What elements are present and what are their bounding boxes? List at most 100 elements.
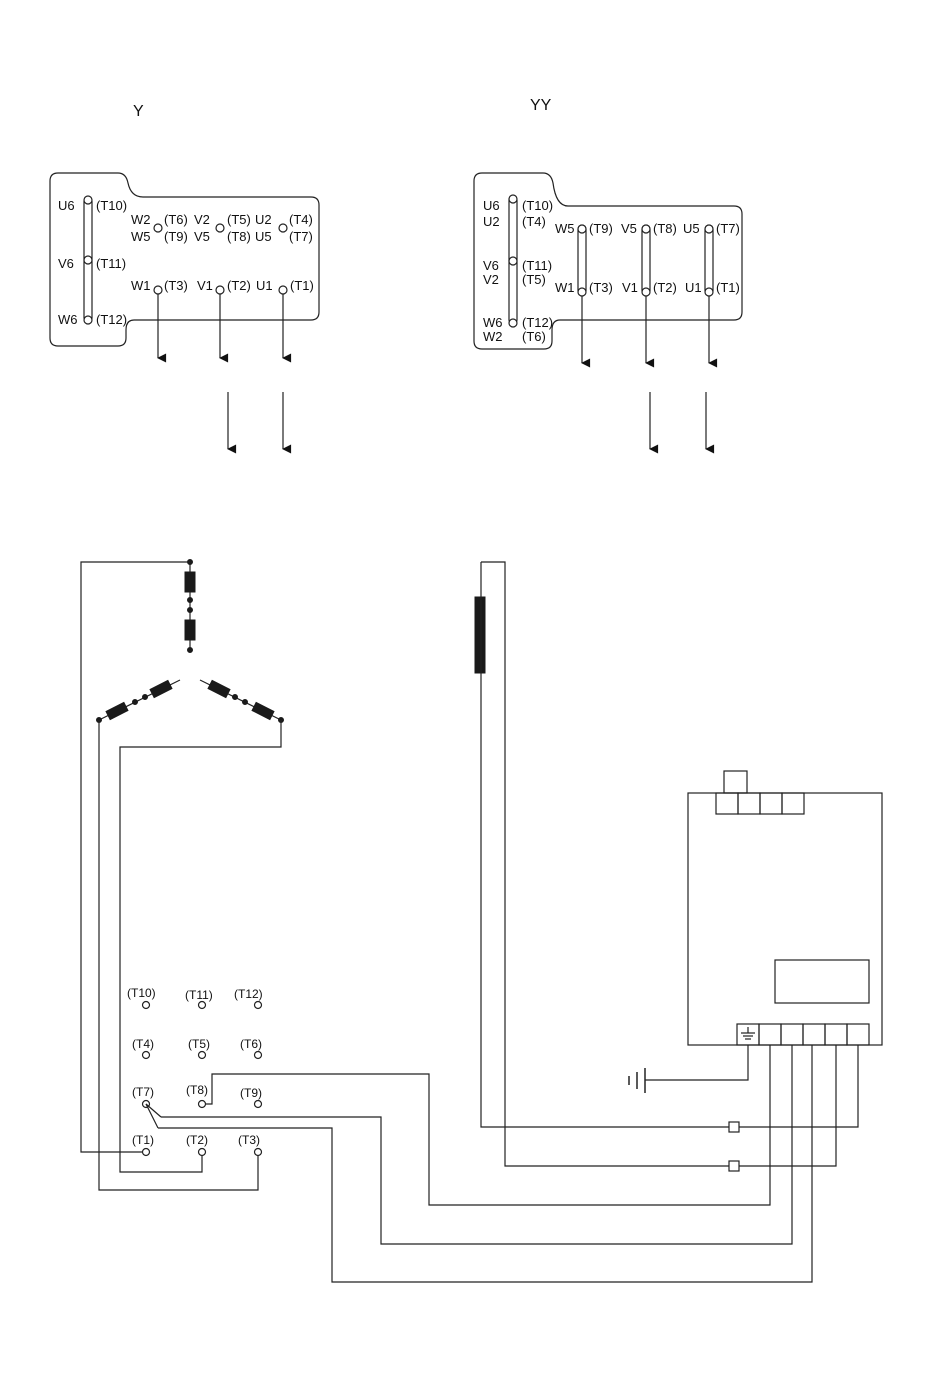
- label-t5: (T5): [227, 212, 251, 227]
- terminal-label-t9: (T9): [240, 1086, 262, 1100]
- terminal-w2-w5: [154, 224, 162, 232]
- terminal-label-t12: (T12): [234, 987, 263, 1001]
- label-w1: W1: [555, 280, 575, 295]
- label-v6: V6: [58, 256, 74, 271]
- terminal-v5: [642, 225, 650, 233]
- link-w5-w1: [578, 225, 586, 295]
- terminal-t8: [199, 1101, 206, 1108]
- label-t3: (T3): [589, 280, 613, 295]
- junction-connector: [729, 1122, 739, 1132]
- label-w2: W2: [483, 329, 503, 344]
- brake-lead-a: [481, 562, 858, 1127]
- drive-display: [775, 960, 869, 1003]
- label-v1: V1: [197, 278, 213, 293]
- label-v5: V5: [621, 221, 637, 236]
- label-v2: V2: [483, 272, 499, 287]
- label-t1: (T1): [716, 280, 740, 295]
- star-symbol: Y: [133, 103, 144, 120]
- label-t4: (T4): [289, 212, 313, 227]
- motor-terminal-block: (T10) (T11) (T12) (T4) (T5) (T6) (T7) (T…: [127, 986, 263, 1156]
- link-v5-v1: [642, 225, 650, 295]
- output-terminal: [847, 1024, 869, 1045]
- label-t7: (T7): [289, 229, 313, 244]
- terminal-label-t11: (T11): [185, 988, 213, 1002]
- label-w5: W5: [131, 229, 151, 244]
- terminal-w6-w2: [509, 319, 517, 327]
- label-t12: (T12): [522, 315, 553, 330]
- label-u5: U5: [683, 221, 700, 236]
- label-w6: W6: [58, 312, 78, 327]
- label-t6: (T6): [522, 329, 546, 344]
- terminal-w6: [84, 316, 92, 324]
- terminal-label-t5: (T5): [188, 1037, 210, 1051]
- terminal-t6: [255, 1052, 262, 1059]
- label-u2: U2: [483, 214, 500, 229]
- terminal-label-t1: (T1): [132, 1133, 154, 1147]
- terminal-label-t10: (T10): [127, 986, 156, 1000]
- drive-housing: [688, 793, 882, 1045]
- terminal-t4: [143, 1052, 150, 1059]
- label-u1: U1: [685, 280, 702, 295]
- brake-coil: [475, 597, 485, 673]
- terminal-t3: [255, 1149, 262, 1156]
- terminal-u1: [279, 286, 287, 294]
- label-t4: (T4): [522, 214, 546, 229]
- terminal-w1: [154, 286, 162, 294]
- winding-coil: [185, 620, 195, 640]
- winding-coil: [252, 702, 274, 719]
- terminal-v6: [84, 256, 92, 264]
- terminal-label-t2: (T2): [186, 1133, 208, 1147]
- label-t11: (T11): [96, 256, 126, 271]
- terminal-u6: [84, 196, 92, 204]
- label-t8: (T8): [227, 229, 251, 244]
- label-w5: W5: [555, 221, 575, 236]
- terminal-u5: [705, 225, 713, 233]
- terminal-t10: [143, 1002, 150, 1009]
- label-w2: W2: [131, 212, 151, 227]
- output-terminal: [803, 1024, 825, 1045]
- terminal-u1: [705, 288, 713, 296]
- earth-icon: [741, 1027, 755, 1039]
- terminal-v6-v2: [509, 257, 517, 265]
- label-u1: U1: [256, 278, 273, 293]
- label-t9: (T9): [164, 229, 188, 244]
- drive-top-connector: [724, 771, 747, 793]
- terminal-t9: [255, 1101, 262, 1108]
- terminal-t5: [199, 1052, 206, 1059]
- junction-connector: [729, 1161, 739, 1171]
- terminal-label-t8: (T8): [186, 1083, 208, 1097]
- label-u6: U6: [483, 198, 500, 213]
- label-t10: (T10): [96, 198, 127, 213]
- wiring: [81, 562, 858, 1282]
- terminal-u2-u5: [279, 224, 287, 232]
- top-terminal: [782, 793, 804, 814]
- label-v6: V6: [483, 258, 499, 273]
- terminal-label-t3: (T3): [238, 1133, 260, 1147]
- earth-lead: [645, 1045, 748, 1080]
- terminal-u6-u2: [509, 195, 517, 203]
- label-w6: W6: [483, 315, 503, 330]
- winding-coil: [208, 680, 230, 697]
- label-v5: V5: [194, 229, 210, 244]
- label-t8: (T8): [653, 221, 677, 236]
- lead-t8-drive: [206, 1045, 770, 1205]
- label-t2: (T2): [653, 280, 677, 295]
- terminal-t1: [143, 1149, 150, 1156]
- label-t11: (T11): [522, 258, 552, 273]
- label-v1: V1: [622, 280, 638, 295]
- high-voltage-connection-box: YY U6 (T10) U2 (T4) V6 (T11) V2 (T5) W6 …: [474, 97, 742, 449]
- motor-star-windings: [97, 560, 284, 723]
- label-t9: (T9): [589, 221, 613, 236]
- top-terminal: [716, 793, 738, 814]
- terminal-v1: [642, 288, 650, 296]
- winding-coil: [150, 680, 172, 697]
- terminal-v2-v5: [216, 224, 224, 232]
- output-terminal: [759, 1024, 781, 1045]
- double-star-symbol: YY: [530, 97, 552, 114]
- link-u5-u1: [705, 225, 713, 295]
- label-u5: U5: [255, 229, 272, 244]
- label-t2: (T2): [227, 278, 251, 293]
- output-terminal: [781, 1024, 803, 1045]
- top-terminal: [760, 793, 782, 814]
